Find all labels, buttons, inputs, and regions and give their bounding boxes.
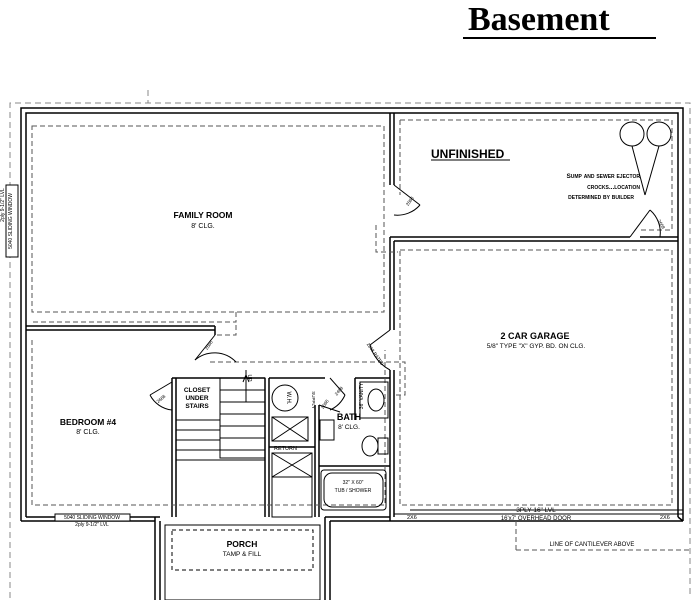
label-bath: BATH	[337, 412, 361, 422]
label-tub2: TUB / SHOWER	[335, 488, 372, 494]
label-vanity: 36" VANITY	[359, 382, 365, 409]
label-up: UP	[246, 375, 252, 383]
water-heater-icon	[271, 384, 299, 412]
label-cantilever: LINE OF CANTILEVER ABOVE	[550, 542, 635, 548]
label-unfinished: UNFINISHED	[431, 147, 505, 161]
label-window-left-header: 2ply 9-1/2" LVL	[0, 188, 6, 222]
label-window-left: 5040 SLIDING WINDOW	[8, 193, 14, 249]
label-door-family: 2668	[204, 339, 214, 350]
label-return: RETURN	[274, 446, 297, 452]
label-door-garage-rated: 2868 RATED	[366, 342, 386, 367]
doors	[149, 184, 661, 413]
foundation-walls	[20, 107, 684, 600]
label-bath-ceiling: 8' CLG.	[338, 424, 360, 431]
label-closet-2: UNDER	[185, 395, 208, 402]
windows	[5, 184, 131, 522]
sink-icon	[367, 388, 385, 412]
label-closet-3: STAIRS	[185, 403, 209, 410]
upper-level-outline	[9, 90, 691, 598]
label-2x6-left: 2X6	[407, 515, 417, 521]
label-family-room: FAMILY ROOM	[173, 210, 232, 220]
return-vent-icon	[271, 416, 309, 442]
label-2x6-right: 2X6	[660, 515, 670, 521]
label-tub: 32" X 60"	[343, 480, 364, 486]
label-door-bedroom: 2668	[156, 393, 167, 404]
label-bedroom-ceiling: 8' CLG.	[76, 429, 100, 436]
label-porch-note: TAMP & FILL	[223, 551, 262, 558]
toilet-icon	[361, 435, 379, 457]
bottom-sliding-window	[54, 513, 131, 522]
label-sump-1: Sump and sewer ejector	[566, 173, 640, 180]
label-window-bottom: 5040 SLIDING WINDOW	[64, 515, 120, 521]
sump-crock-icon	[619, 121, 645, 147]
label-door-unfinished: 2868	[405, 195, 415, 206]
fixtures	[164, 121, 672, 600]
label-window-bottom-header: 2ply 9-1/2" LVL	[75, 522, 109, 528]
label-garage: 2 CAR GARAGE	[500, 331, 569, 341]
dashed-ceiling-lines	[31, 119, 690, 551]
overhead-door	[394, 509, 683, 515]
label-wh: W.H.	[285, 392, 291, 405]
left-sliding-window	[5, 184, 19, 258]
label-3ply: 3PLY 16" LVL	[516, 507, 556, 514]
label-closet-1: CLOSET	[184, 387, 210, 394]
label-porch: PORCH	[227, 539, 258, 549]
label-family-ceiling: 8' CLG.	[191, 223, 215, 230]
labels: UNFINISHED Sump and sewer ejector crocks…	[0, 147, 670, 558]
label-door-wh: 2068	[320, 398, 330, 409]
label-overhead-door: 16'x7' OVERHEAD DOOR	[501, 516, 572, 522]
label-bedroom: BEDROOM #4	[60, 417, 116, 427]
label-garage-note: 5/8" TYPE "X" GYP. BD. ON CLG.	[487, 343, 586, 350]
ejector-crock-icon	[646, 121, 672, 147]
label-door-bath: 2468	[334, 385, 345, 396]
label-supply: SUPPLY	[311, 391, 316, 408]
label-door-garage-stair: 2668	[657, 219, 667, 231]
label-sump-2: crocks...location	[587, 184, 640, 191]
stairs	[176, 370, 266, 461]
label-sump-3: determined by builder	[568, 194, 634, 201]
tub-icon	[323, 472, 384, 508]
plan-title: Basement	[468, 1, 610, 38]
